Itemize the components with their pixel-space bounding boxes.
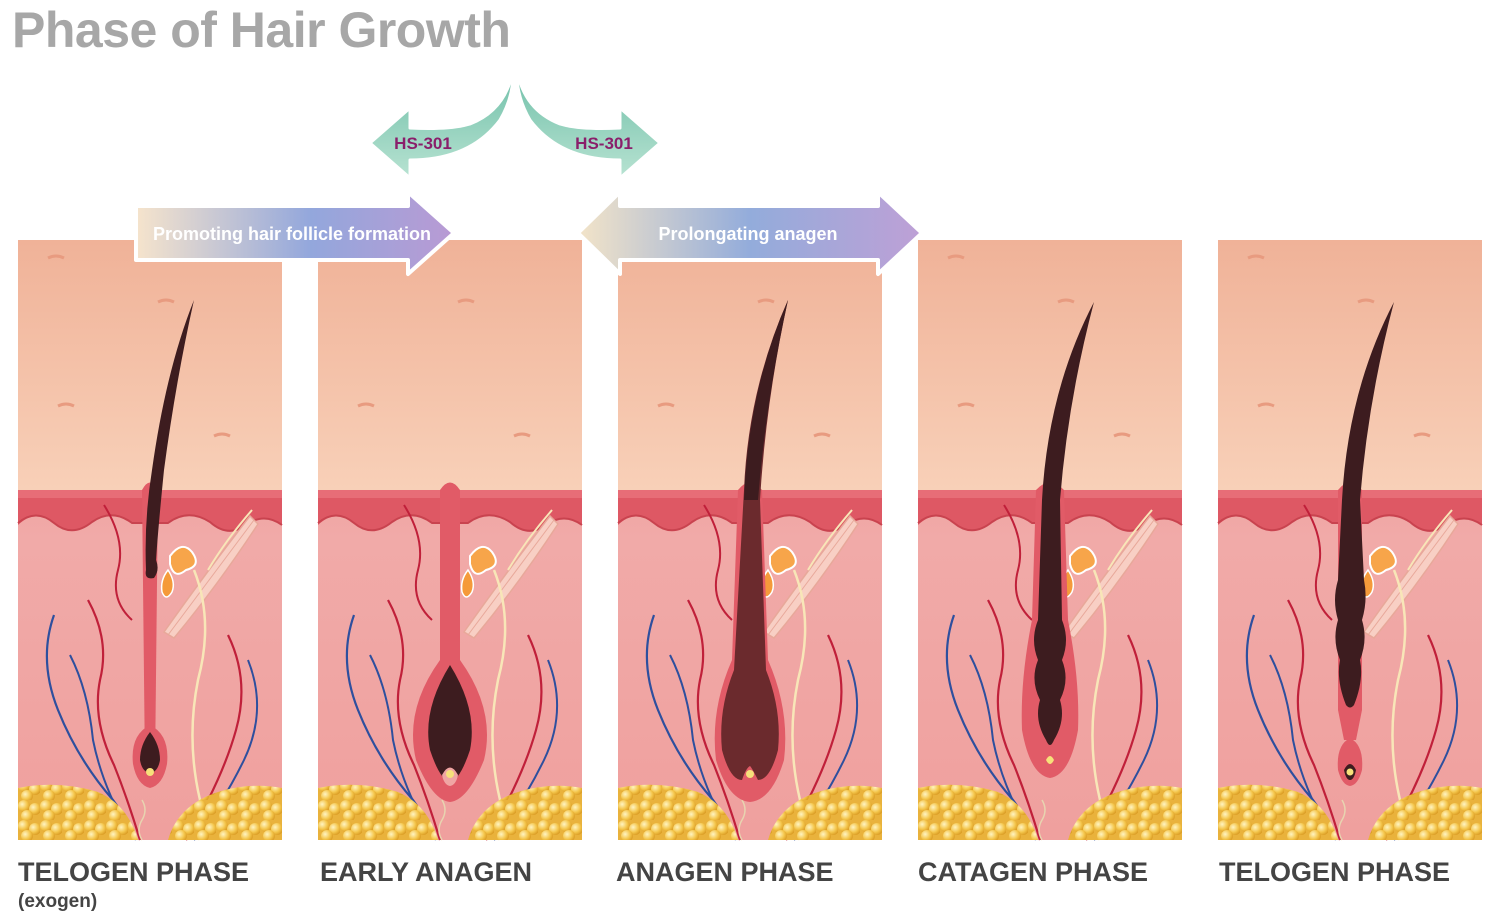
panel-early-anagen <box>316 238 584 842</box>
phase-label-telogen-exogen: TELOGEN PHASE <box>18 857 250 887</box>
hs301-label-left: HS-301 <box>394 134 452 153</box>
phase-label-telogen: TELOGEN PHASE <box>1219 857 1451 887</box>
hs301-arrow-left <box>368 68 515 180</box>
panel-telogen-exogen <box>16 238 284 842</box>
panel-telogen <box>1216 238 1484 842</box>
promoting-arrow <box>134 190 456 276</box>
prolongating-arrow <box>576 190 924 276</box>
phase-sub-exogen: (exogen) <box>18 891 98 912</box>
panel-anagen <box>616 238 884 842</box>
phase-label-anagen: ANAGEN PHASE <box>616 857 834 887</box>
page-title: Phase of Hair Growth <box>12 2 511 58</box>
phase-label-early-anagen: EARLY ANAGEN <box>320 857 533 887</box>
panel-catagen <box>916 238 1184 842</box>
prolongating-label: Prolongating anagen <box>658 224 837 244</box>
hs301-label-right: HS-301 <box>575 134 633 153</box>
promoting-label: Promoting hair follicle formation <box>153 224 431 244</box>
phase-label-catagen: CATAGEN PHASE <box>918 857 1149 887</box>
hs301-arrow-right <box>515 68 662 180</box>
